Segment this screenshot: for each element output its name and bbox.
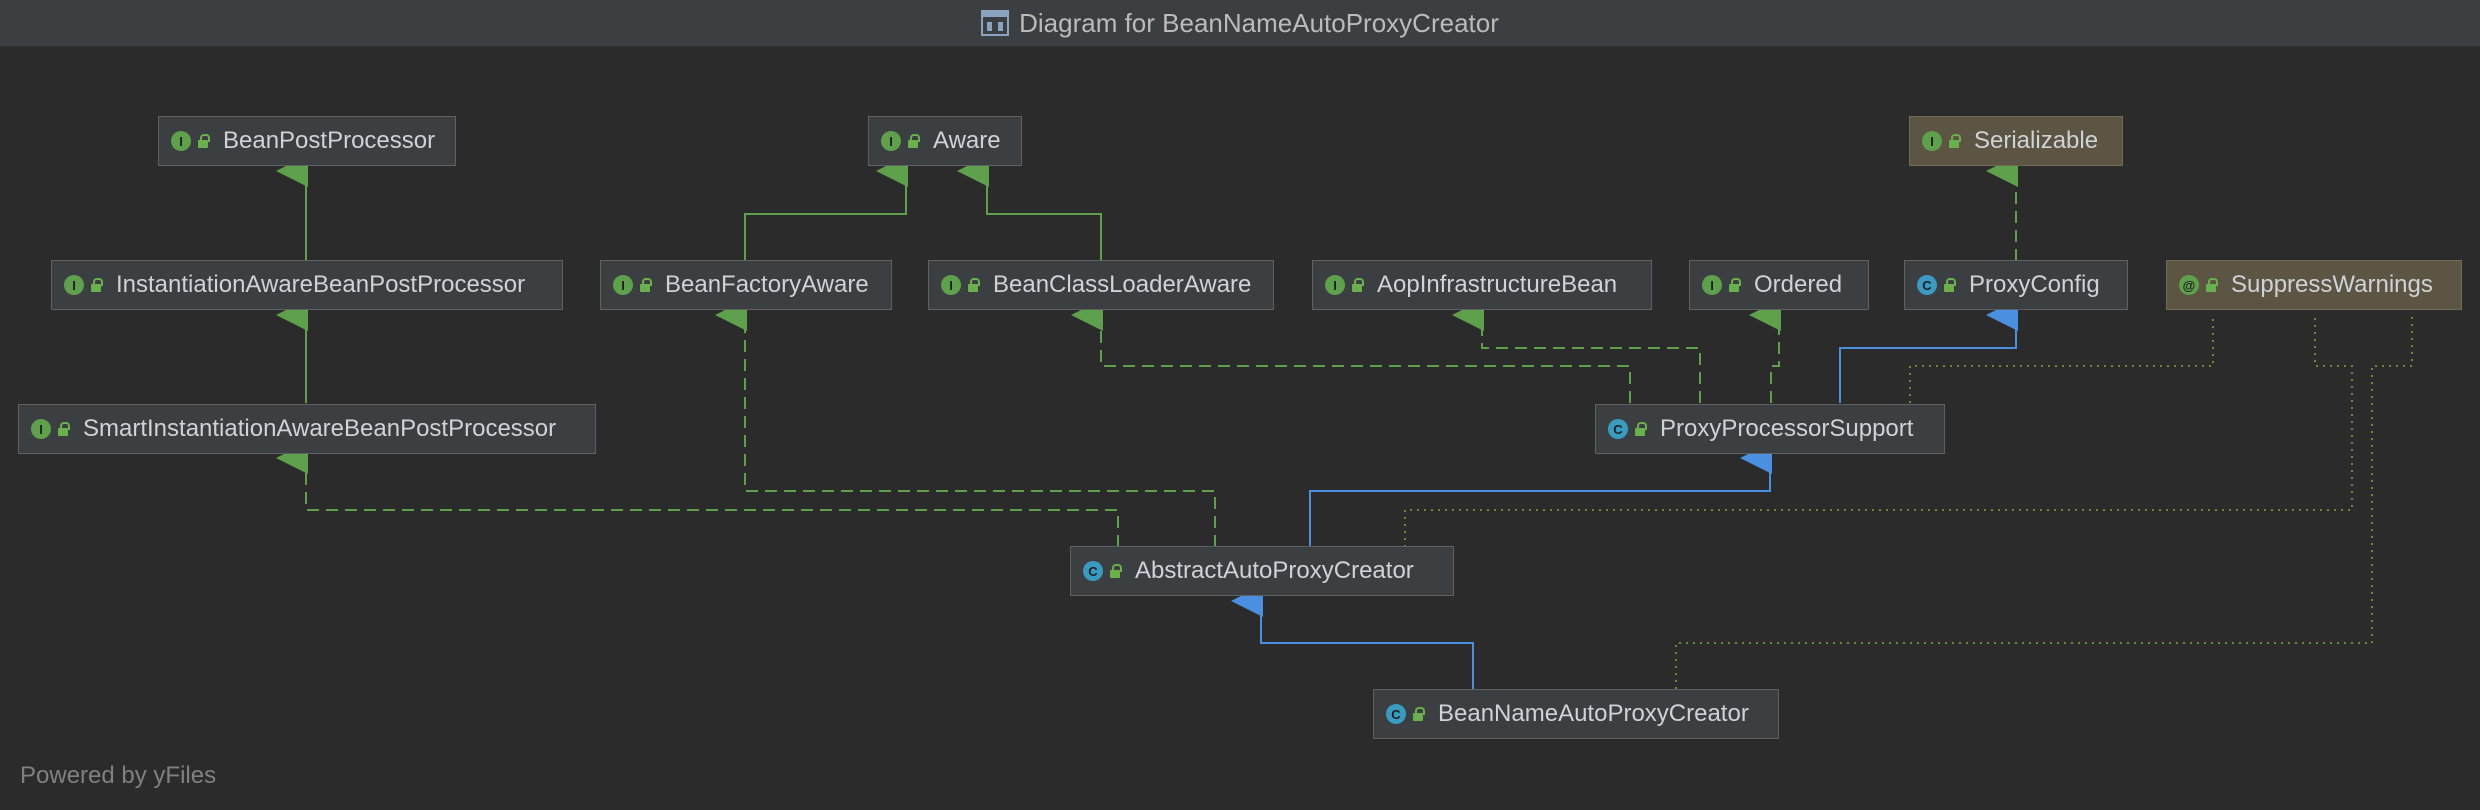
- node-label: SuppressWarnings: [2231, 271, 2433, 298]
- node-label: InstantiationAwareBeanPostProcessor: [116, 271, 526, 298]
- node-label: BeanNameAutoProxyCreator: [1438, 700, 1749, 727]
- window-title: Diagram for BeanNameAutoProxyCreator: [1019, 7, 1499, 38]
- edge-bnapc-to-aapc: [1231, 585, 1474, 689]
- lock-icon: [1634, 422, 1647, 436]
- node-instantiation-aware-bpp[interactable]: I InstantiationAwareBeanPostProcessor: [51, 260, 563, 310]
- class-icon: C: [1608, 419, 1628, 439]
- interface-icon: I: [171, 131, 191, 151]
- edge-pps-to-ordered: [1749, 299, 1781, 403]
- interface-icon: I: [1702, 275, 1722, 295]
- edge-bnapc-to-suppress: [1675, 315, 2413, 689]
- interface-icon: I: [64, 275, 84, 295]
- class-icon: C: [1386, 704, 1406, 724]
- interface-icon: I: [941, 275, 961, 295]
- abstract-class-icon: C: [1083, 561, 1103, 581]
- lock-icon: [1728, 278, 1741, 292]
- window-title-bar: Diagram for BeanNameAutoProxyCreator: [0, 0, 2480, 47]
- diagram-icon: [981, 10, 1010, 36]
- node-label: ProxyProcessorSupport: [1660, 415, 1914, 442]
- node-proxy-processor-support[interactable]: C ProxyProcessorSupport: [1595, 404, 1945, 454]
- node-bean-class-loader-aware[interactable]: I BeanClassLoaderAware: [928, 260, 1274, 310]
- node-abstract-auto-proxy-creator[interactable]: C AbstractAutoProxyCreator: [1070, 546, 1454, 596]
- lock-icon: [907, 134, 920, 148]
- node-serializable[interactable]: I Serializable: [1909, 116, 2123, 166]
- lock-icon: [90, 278, 103, 292]
- annotation-icon: @: [2179, 275, 2199, 295]
- edge-aapc-to-smart: [276, 442, 1119, 547]
- lock-icon: [1412, 707, 1425, 721]
- node-smart-instantiation-aware-bpp[interactable]: I SmartInstantiationAwareBeanPostProcess…: [18, 404, 596, 454]
- node-label: AopInfrastructureBean: [1377, 271, 1618, 298]
- powered-by-label: Powered by yFiles: [20, 762, 217, 789]
- edge-aapc-to-pps: [1309, 442, 1772, 547]
- node-label: Serializable: [1974, 127, 2099, 154]
- node-suppress-warnings[interactable]: @ SuppressWarnings: [2166, 260, 2462, 310]
- node-label: BeanPostProcessor: [223, 127, 436, 154]
- interface-icon: I: [31, 419, 51, 439]
- lock-icon: [2205, 278, 2218, 292]
- interface-icon: I: [1922, 131, 1942, 151]
- node-aop-infrastructure-bean[interactable]: I AopInfrastructureBean: [1312, 260, 1652, 310]
- node-bean-name-auto-proxy-creator[interactable]: C BeanNameAutoProxyCreator: [1373, 689, 1779, 739]
- edge-bfa-to-aware: [744, 155, 908, 261]
- node-bean-factory-aware[interactable]: I BeanFactoryAware: [600, 260, 892, 310]
- lock-icon: [1948, 134, 1961, 148]
- edge-pps-to-suppress: [1909, 315, 2214, 403]
- node-label: Ordered: [1754, 271, 1843, 298]
- node-bean-post-processor[interactable]: I BeanPostProcessor: [158, 116, 456, 166]
- lock-icon: [967, 278, 980, 292]
- lock-icon: [1351, 278, 1364, 292]
- edge-pps-to-bcla: [1071, 299, 1631, 403]
- lock-icon: [639, 278, 652, 292]
- edge-pps-to-proxyconfig: [1839, 299, 2018, 403]
- node-label: SmartInstantiationAwareBeanPostProcessor: [83, 415, 557, 442]
- interface-icon: I: [881, 131, 901, 151]
- interface-icon: I: [1325, 275, 1345, 295]
- node-label: ProxyConfig: [1969, 271, 2100, 298]
- node-proxy-config[interactable]: C ProxyConfig: [1904, 260, 2128, 310]
- edge-aapc-to-bfa: [715, 299, 1216, 547]
- node-label: BeanFactoryAware: [665, 271, 869, 298]
- lock-icon: [1943, 278, 1956, 292]
- node-label: BeanClassLoaderAware: [993, 271, 1252, 298]
- interface-icon: I: [613, 275, 633, 295]
- lock-icon: [197, 134, 210, 148]
- node-aware[interactable]: I Aware: [868, 116, 1022, 166]
- class-icon: C: [1917, 275, 1937, 295]
- lock-icon: [1109, 564, 1122, 578]
- lock-icon: [57, 422, 70, 436]
- edge-bcla-to-aware: [957, 155, 1102, 261]
- node-label: Aware: [933, 127, 1001, 154]
- node-label: AbstractAutoProxyCreator: [1135, 557, 1414, 584]
- edge-pps-to-aop: [1452, 299, 1701, 403]
- node-ordered[interactable]: I Ordered: [1689, 260, 1869, 310]
